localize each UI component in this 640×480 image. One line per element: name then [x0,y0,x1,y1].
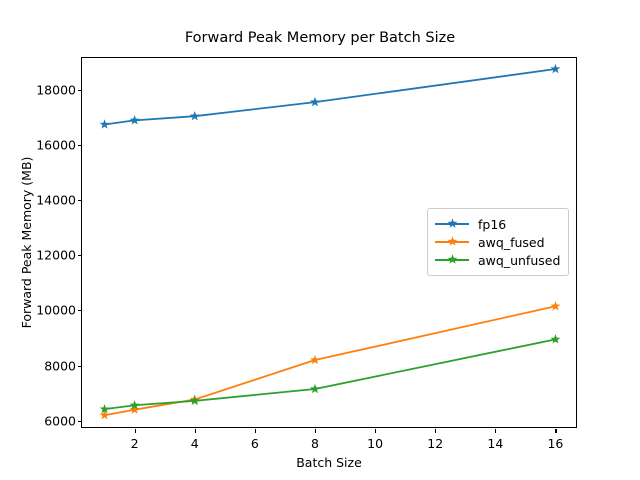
marker-awq_fused-16 [550,301,561,311]
legend-swatch-fp16 [435,217,469,231]
legend-swatch-awq_fused [435,235,469,249]
marker-fp16-4 [189,111,200,121]
y-tick-label: 8000 [44,358,76,374]
chart-legend: fp16 awq_fused awq_unfused [427,208,569,276]
marker-fp16-2 [129,115,140,125]
marker-awq_fused-8 [310,354,320,365]
x-tick-mark [375,429,377,433]
legend-label: awq_fused [478,234,545,250]
marker-awq_fused-1 [99,410,110,420]
y-tick-mark [78,310,82,312]
legend-label: fp16 [478,216,507,232]
x-tick-label: 6 [250,436,259,451]
x-tick-label: 8 [310,436,319,451]
x-tick-mark [314,429,317,433]
x-tick-mark [134,429,136,433]
y-tick-label: 18000 [36,82,76,98]
marker-awq_unfused-4 [189,395,200,406]
plot-lines [99,63,561,420]
y-tick-mark [78,89,82,91]
y-tick-mark [78,144,82,146]
y-tick-mark [78,420,82,422]
y-tick-label: 10000 [36,302,76,318]
y-tick-label: 6000 [44,413,76,429]
marker-fp16-8 [310,96,320,107]
legend-swatch-awq_unfused [435,253,469,267]
y-axis-label: Forward Peak Memory (MB) [19,156,34,329]
y-tick-label: 16000 [36,137,76,153]
x-axis-label: Batch Size [296,455,362,470]
marker-awq_unfused-2 [129,400,140,410]
marker-awq_unfused-1 [99,403,110,414]
x-tick-label: 2 [130,436,139,451]
legend-label: awq_unfused [478,252,561,268]
marker-awq_unfused-16 [550,334,561,344]
marker-fp16-1 [99,119,110,129]
y-tick-mark [78,365,82,367]
x-tick-mark [495,429,497,433]
legend-item-awq_fused[interactable]: awq_fused [435,233,560,251]
legend-item-fp16[interactable]: fp16 [435,215,560,233]
legend-star-icon [447,218,458,228]
x-tick-label: 4 [190,436,199,451]
marker-awq_unfused-8 [310,383,320,394]
series-line-fp16 [103,68,557,126]
y-tick-mark [78,200,82,202]
x-tick-label: 16 [547,436,564,451]
legend-star-icon [447,236,458,246]
x-tick-label: 14 [487,436,504,451]
x-tick-mark [254,429,256,433]
y-tick-label: 14000 [36,192,76,208]
series-line-awq_unfused [103,338,557,411]
series-line-awq_fused [103,305,557,417]
chart-title: Forward Peak Memory per Batch Size [184,30,456,46]
x-tick-label: 10 [367,436,384,451]
legend-item-awq_unfused[interactable]: awq_unfused [435,251,560,269]
x-tick-mark [435,429,437,433]
y-tick-label: 12000 [36,247,76,263]
marker-awq_fused-2 [129,404,140,414]
marker-fp16-16 [550,63,561,74]
legend-star-icon [447,254,458,264]
x-tick-mark [194,429,196,433]
y-tick-mark [78,255,82,257]
x-tick-label: 12 [427,436,444,451]
x-tick-mark [555,429,557,433]
